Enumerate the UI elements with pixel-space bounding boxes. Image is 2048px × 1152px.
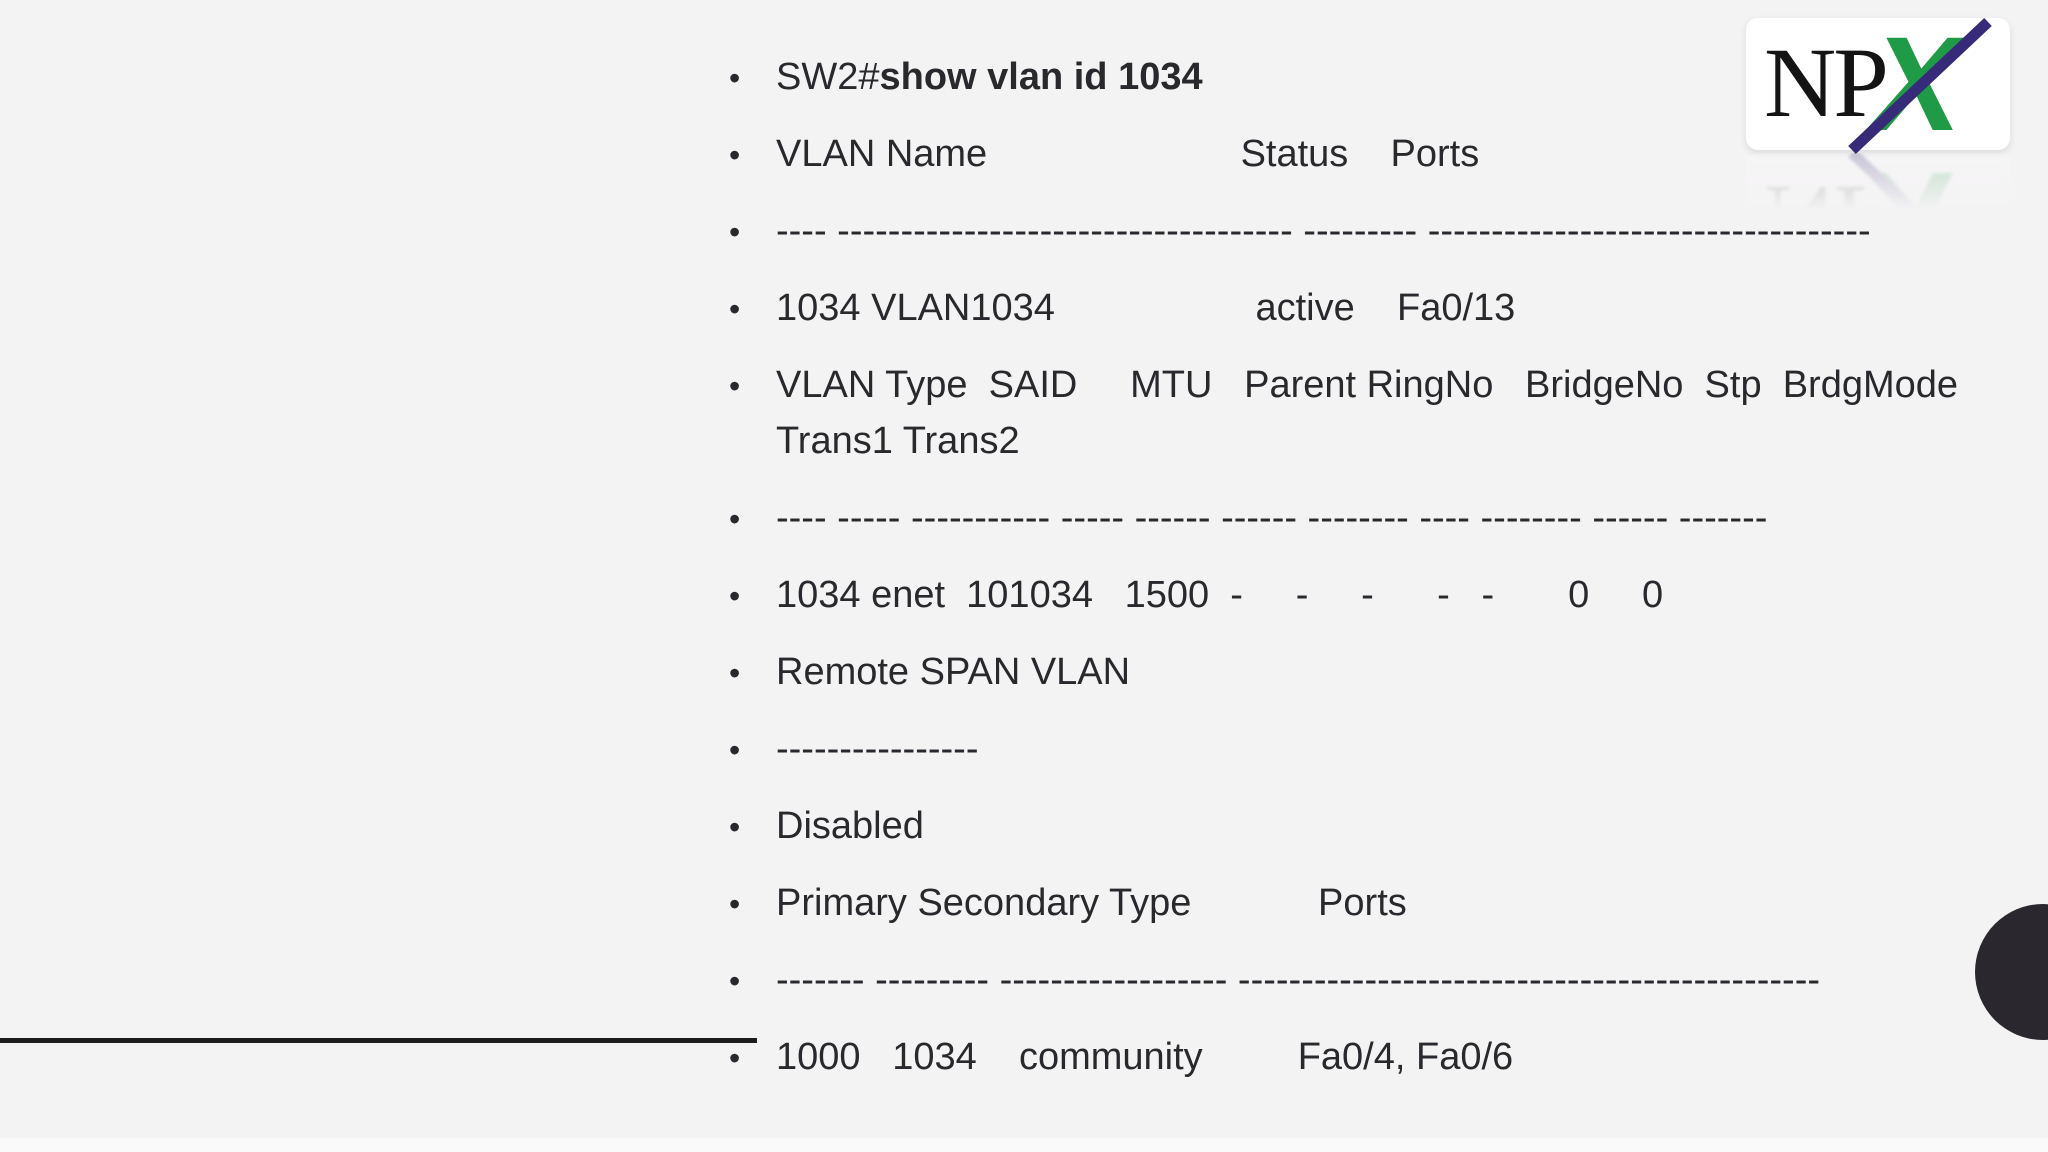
cli-prompt: SW2# [776,56,880,98]
terminal-line: Primary Secondary Type Ports [729,875,2026,932]
logo-reflection-x-icon: X [1848,153,1992,217]
terminal-line-separator: ---------------- [729,721,2026,778]
terminal-line: VLAN Name Status Ports [729,126,2026,183]
terminal-line: 1034 enet 101034 1500 - - - - - 0 0 [729,567,2026,624]
terminal-line-separator: ---- ----- ----------- ----- ------ ----… [729,490,2026,547]
terminal-line: Remote SPAN VLAN [729,644,2026,701]
terminal-output-list: SW2#show vlan id 1034 VLAN Name Status P… [729,49,2026,1086]
terminal-line: 1034 VLAN1034 active Fa0/13 [729,280,2026,337]
npx-logo-reflection: NP X [1746,153,2010,217]
cli-command: show vlan id 1034 [879,56,1203,98]
terminal-line-separator: ------- --------- ------------------ ---… [729,952,2026,1009]
npx-logo-reflection-box: NP X [1746,153,2010,217]
logo-text-np: NP [1764,27,1889,138]
terminal-output: SW2#show vlan id 1034 VLAN Name Status P… [729,49,2026,1106]
terminal-line: VLAN Type SAID MTU Parent RingNo BridgeN… [729,357,2026,469]
divider-line [0,1038,757,1043]
terminal-line-command: SW2#show vlan id 1034 [729,49,2026,106]
terminal-line: Disabled [729,798,2026,855]
logo-x-icon: X [1848,10,1992,159]
npx-logo: NP X [1746,10,2010,159]
bottom-band [0,1138,2048,1152]
logo-reflection-x-letter: X [1865,153,1969,217]
terminal-line-separator: ---- -----------------------------------… [729,203,2026,260]
logo-slash [1848,17,1992,155]
logo-reflection-slash [1848,153,1992,217]
terminal-line: 1000 1034 community Fa0/4, Fa0/6 [729,1029,2026,1086]
